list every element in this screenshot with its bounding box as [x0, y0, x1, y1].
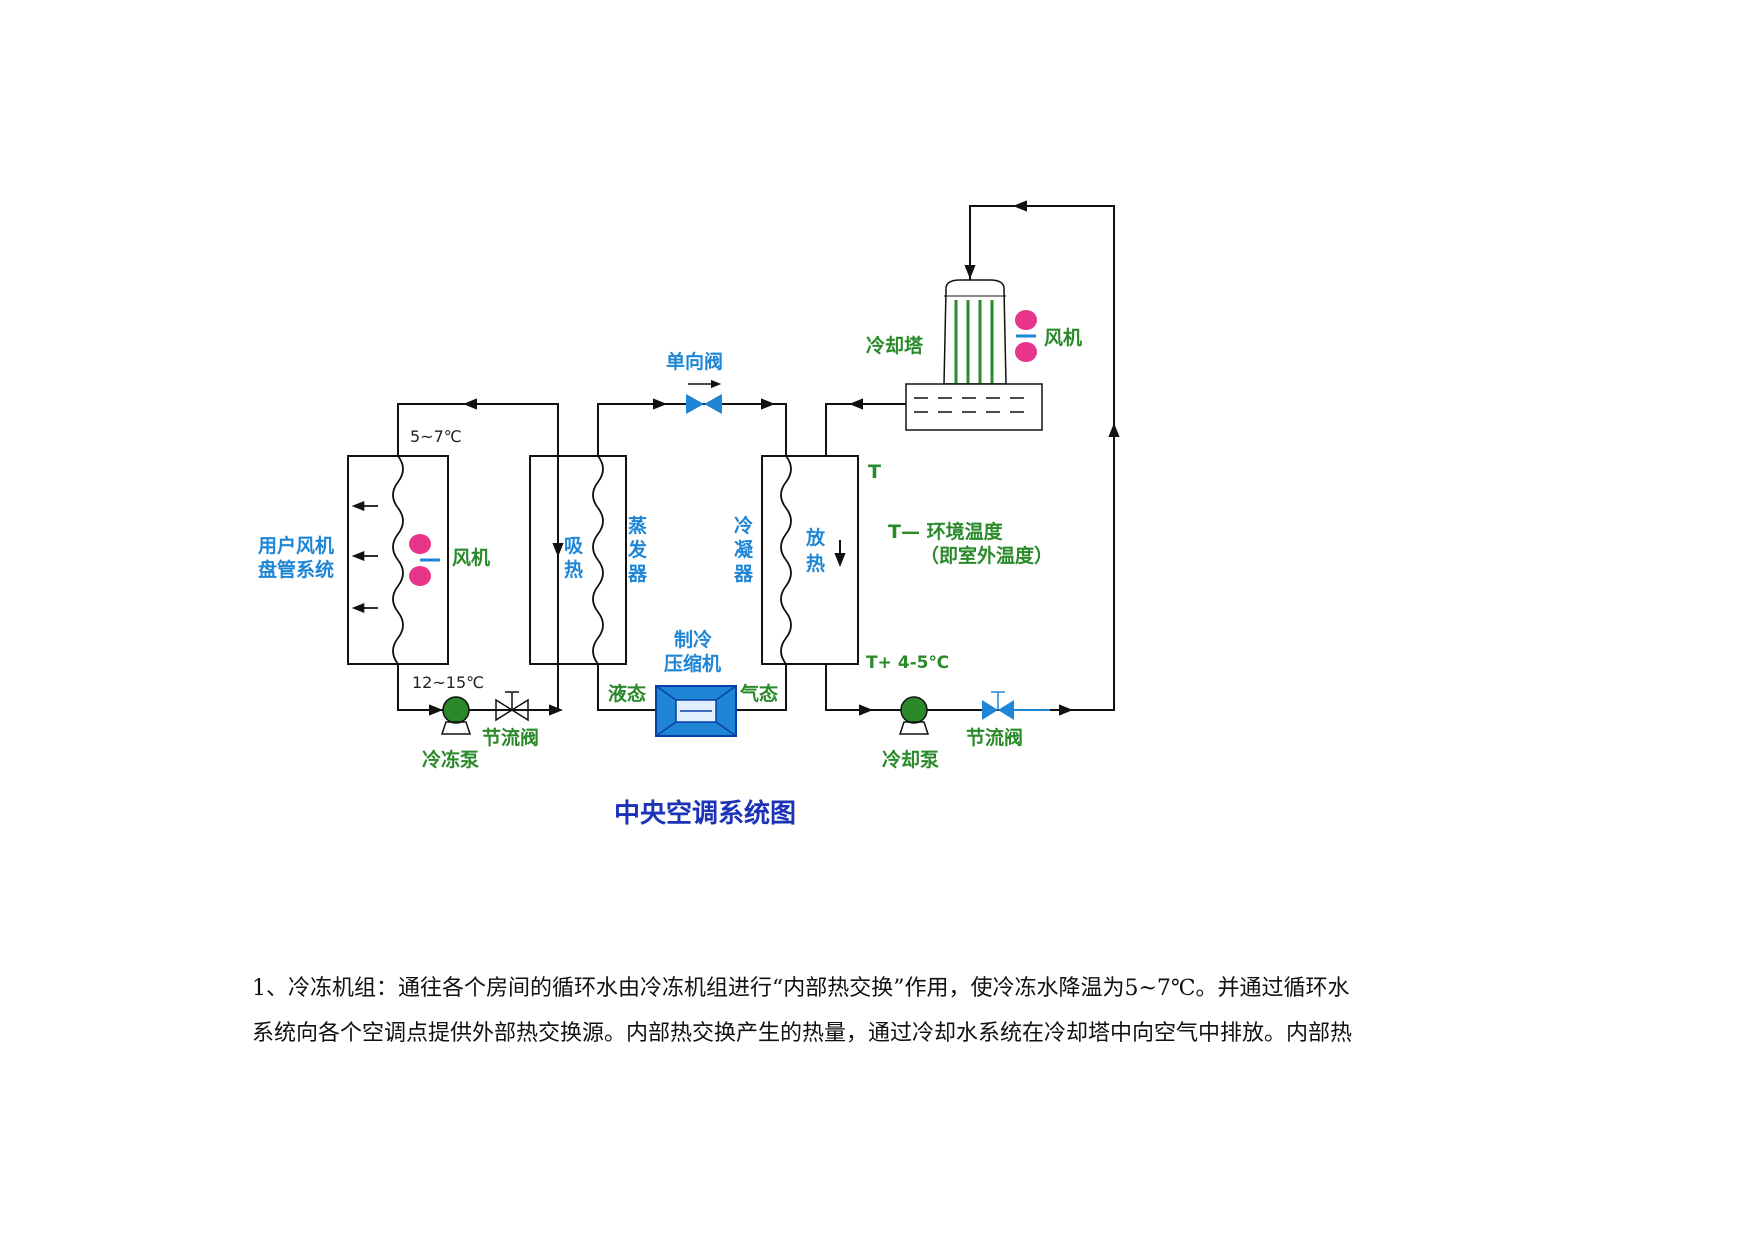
- cooling-tower-fan-icon: [1015, 310, 1037, 362]
- check-valve-icon: [686, 379, 722, 414]
- condenser-release-1: 放: [805, 526, 826, 549]
- body-line-1: 1、冷冻机组：通往各个房间的循环水由冷冻机组进行“内部热交换”作用，使冷冻水降温…: [252, 976, 1350, 1001]
- evap-compressor-pipe: [597, 664, 656, 711]
- cooling-pump-label: 冷却泵: [882, 748, 939, 771]
- fan-coil-fan-label: 风机: [452, 547, 490, 569]
- condenser-release-2: 热: [806, 552, 825, 575]
- condenser-zigzag: [780, 455, 792, 665]
- cooling-tower-label: 冷却塔: [866, 334, 924, 357]
- evaporator-absorb-2: 热: [564, 558, 583, 581]
- evaporator-name-3: 器: [627, 563, 648, 585]
- pipes: [397, 205, 1115, 711]
- compressor-label-2: 压缩机: [664, 652, 721, 675]
- cooling-throttle-valve-icon: [982, 691, 1050, 720]
- cooling-valve-label: 节流阀: [966, 726, 1023, 749]
- evaporator-absorb-1: 吸: [564, 535, 584, 557]
- t-bottom-label: T+ 4-5℃: [866, 653, 949, 673]
- diagram-title: 中央空调系统图: [614, 798, 796, 829]
- condenser-name-3: 器: [733, 563, 754, 585]
- evaporator-name-2: 发: [627, 538, 648, 561]
- evaporator-name-1: 蒸: [628, 514, 647, 537]
- evap-pipe: [597, 403, 787, 456]
- t-legend-line1: T— 环境温度: [888, 520, 1004, 543]
- body-line-2: 系统向各个空调点提供外部热交换源。内部热交换产生的热量，通过冷却水系统在冷却塔中…: [252, 1021, 1353, 1046]
- cooling-return-pipe: [825, 403, 906, 456]
- cooling-tower-icon: [905, 279, 1043, 431]
- coils: [392, 455, 792, 665]
- flow-arrows: [420, 200, 1120, 716]
- chilled-valve-label: 节流阀: [482, 726, 539, 749]
- chilled-pump-icon: [440, 696, 472, 735]
- liquid-label: 液态: [608, 682, 646, 705]
- chilled-pump-label: 冷冻泵: [422, 748, 479, 771]
- check-valve-label: 单向阀: [666, 350, 723, 373]
- chilled-return-pipe: [397, 664, 558, 711]
- t-top-label: T: [868, 461, 881, 483]
- fan-coil-label-1: 用户风机: [258, 534, 334, 557]
- evaporator-zigzag: [592, 455, 604, 665]
- evaporator-box: [529, 455, 627, 665]
- fan-coil-zigzag: [392, 455, 404, 665]
- condenser-box: [761, 455, 859, 665]
- cooling-out-pipe: [825, 205, 1115, 711]
- fan-coil-label-2: 盘管系统: [258, 558, 334, 581]
- cooling-tower-fan-label: 风机: [1044, 327, 1082, 349]
- compressor-cond-pipe: [736, 664, 787, 711]
- supply-temp-label: 5~7℃: [410, 427, 462, 446]
- body-paragraph: 1、冷冻机组：通往各个房间的循环水由冷冻机组进行“内部热交换”作用，使冷冻水降温…: [252, 966, 1512, 1056]
- air-arrows: [351, 500, 378, 614]
- chilled-throttle-valve-icon: [495, 691, 529, 722]
- return-temp-label: 12~15℃: [412, 673, 484, 692]
- condenser-name-1: 冷: [734, 514, 753, 537]
- condenser-name-2: 凝: [734, 538, 754, 561]
- compressor-icon: [655, 685, 737, 737]
- compressor-label-1: 制冷: [674, 628, 712, 651]
- t-legend-line2: （即室外温度）: [920, 544, 1053, 567]
- gas-label: 气态: [739, 682, 778, 705]
- fan-coil-fan-icon: [409, 534, 440, 586]
- cooling-pump-icon: [898, 696, 930, 735]
